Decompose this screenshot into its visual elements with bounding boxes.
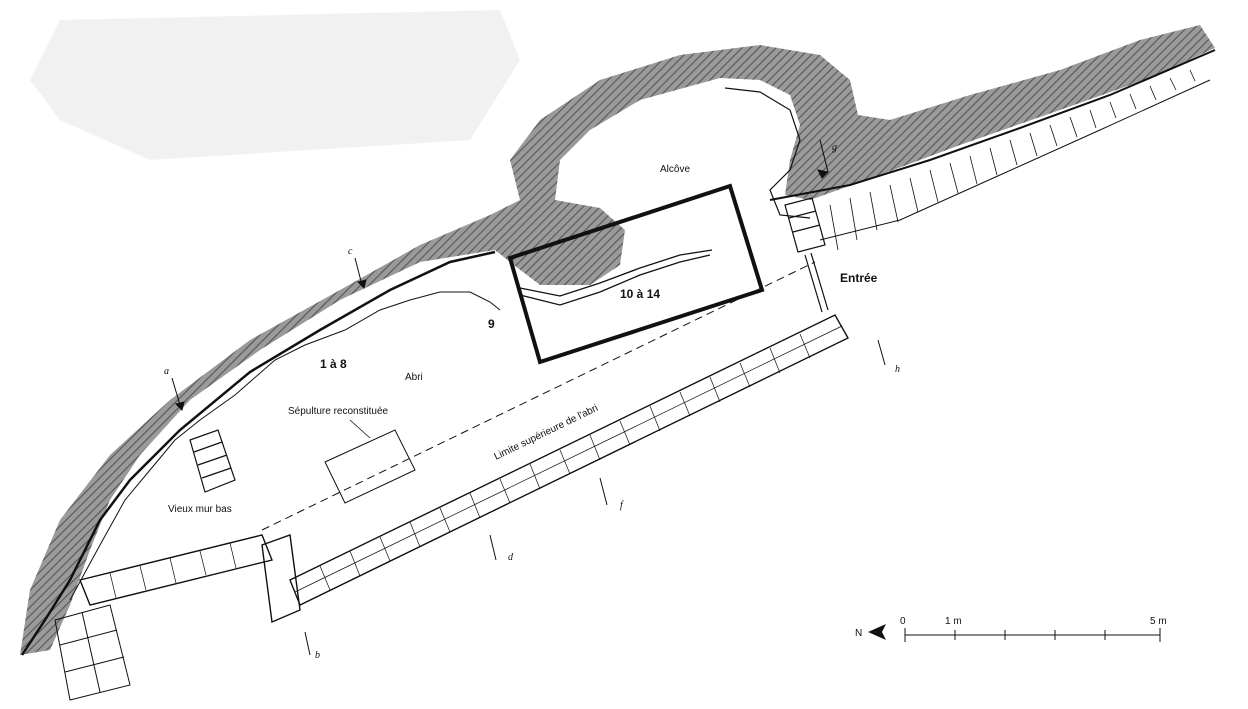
section-c: c — [348, 246, 353, 257]
section-h: h — [895, 364, 900, 375]
grid-squares — [54, 604, 131, 701]
scale-zero: 0 — [900, 616, 906, 627]
label-sepulture: Sépulture reconstituée — [288, 406, 389, 417]
scale-one: 1 m — [945, 616, 962, 627]
section-g: g — [832, 142, 837, 153]
burial-rectangle — [324, 429, 416, 504]
gallery-curve — [519, 249, 713, 306]
north-arrow-icon — [868, 624, 886, 640]
label-9: 9 — [488, 317, 495, 331]
north-letter: N — [855, 628, 862, 639]
alcove-outline — [724, 87, 811, 219]
upper-outline — [769, 49, 1216, 201]
scale-five: 5 m — [1150, 616, 1167, 627]
section-a: a — [164, 366, 169, 377]
scale-bar — [904, 628, 1161, 642]
smudge — [30, 10, 520, 160]
stone-wall-left-blocks — [109, 542, 237, 599]
old-wall-piece — [189, 429, 236, 493]
slope-base — [819, 79, 1211, 241]
excavation-10-14 — [507, 183, 765, 365]
label-alcove: Alcôve — [660, 164, 690, 175]
wall-outline — [20, 250, 496, 656]
label-entry: Entrée — [840, 271, 878, 285]
stone-wall-corner — [79, 534, 301, 624]
label-10-14: 10 à 14 — [620, 287, 660, 301]
slope-hachures — [829, 69, 1196, 251]
cliff-inner — [69, 291, 501, 601]
section-arrows — [171, 139, 886, 656]
section-f: f — [620, 500, 624, 511]
entry-pillar — [784, 197, 829, 313]
label-limite: Limite supérieure de l'abri — [492, 403, 599, 463]
stone-wall-front-blocks — [319, 333, 811, 591]
label-abri: Abri — [405, 372, 423, 383]
section-d: d — [508, 552, 514, 563]
rock-wall — [20, 25, 1215, 655]
stone-wall-front — [289, 314, 849, 606]
burial-pointer — [349, 419, 371, 439]
abri-limit-line — [261, 261, 816, 531]
label-vieux-mur: Vieux mur bas — [168, 504, 232, 515]
label-1-8: 1 à 8 — [320, 357, 347, 371]
section-b: b — [315, 650, 320, 661]
